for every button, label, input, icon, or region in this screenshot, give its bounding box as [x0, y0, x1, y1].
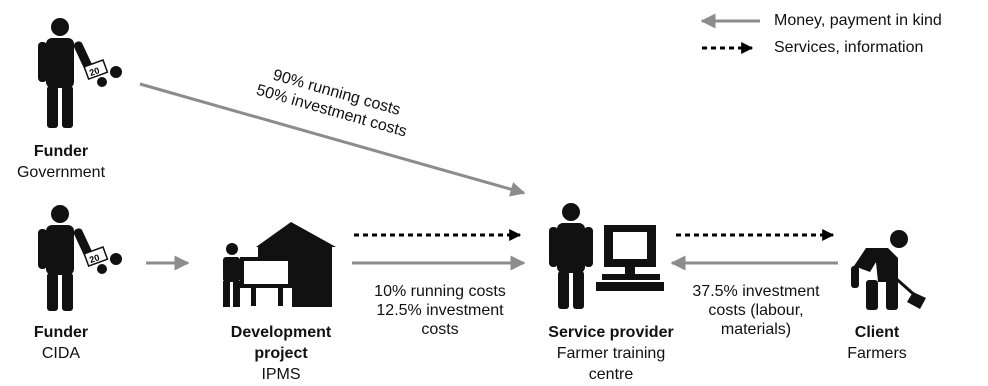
development-project-icon	[223, 222, 336, 307]
development-project-role-line2: project	[254, 345, 308, 362]
funder-government-name: Government	[16, 164, 106, 181]
money-arrow-government-to-provider	[139, 82, 526, 197]
client-label: Client Farmers	[822, 322, 932, 364]
legend	[700, 13, 760, 54]
client-flow-line3: materials)	[720, 321, 792, 338]
client-flow-line2: costs (labour,	[708, 302, 804, 319]
money-bill-icon: 20	[83, 246, 122, 274]
service-provider-role: Service provider	[548, 324, 674, 341]
computer-icon	[596, 225, 664, 291]
funder-cida-name: CIDA	[41, 345, 81, 362]
development-project-role-line1: Development	[230, 324, 332, 341]
money-bill-icon: 20	[83, 59, 122, 87]
client-farmer-figure	[851, 230, 908, 310]
project-flow-line1: 10% running costs	[374, 283, 506, 300]
funder-cida-label: Funder CIDA	[0, 322, 122, 364]
legend-money-label: Money, payment in kind	[774, 12, 942, 29]
money-bill-label: 20	[88, 252, 101, 265]
service-provider-figure	[549, 203, 593, 309]
funder-government-figure	[38, 18, 94, 128]
legend-services-label: Services, information	[774, 39, 924, 56]
funder-government-role: Funder	[33, 143, 89, 160]
development-project-name: IPMS	[261, 366, 301, 383]
client-role: Client	[854, 324, 900, 341]
hoe-icon	[865, 250, 926, 309]
project-flow-label: 10% running costs 12.5% investment costs	[352, 282, 528, 339]
project-flow-line3: costs	[421, 321, 459, 338]
client-name: Farmers	[847, 345, 907, 362]
service-provider-label: Service provider Farmer training centre	[526, 322, 696, 385]
development-project-label: Development project IPMS	[206, 322, 356, 385]
money-bill-label: 20	[88, 65, 101, 78]
service-provider-name-line2: centre	[588, 366, 634, 383]
funder-government-label: Funder Government	[0, 141, 122, 183]
funder-cida-role: Funder	[33, 324, 89, 341]
project-flow-line2: 12.5% investment	[376, 302, 504, 319]
client-flow-label: 37.5% investment costs (labour, material…	[670, 282, 842, 339]
client-flow-line1: 37.5% investment	[692, 283, 820, 300]
service-provider-name-line1: Farmer training	[556, 345, 666, 362]
